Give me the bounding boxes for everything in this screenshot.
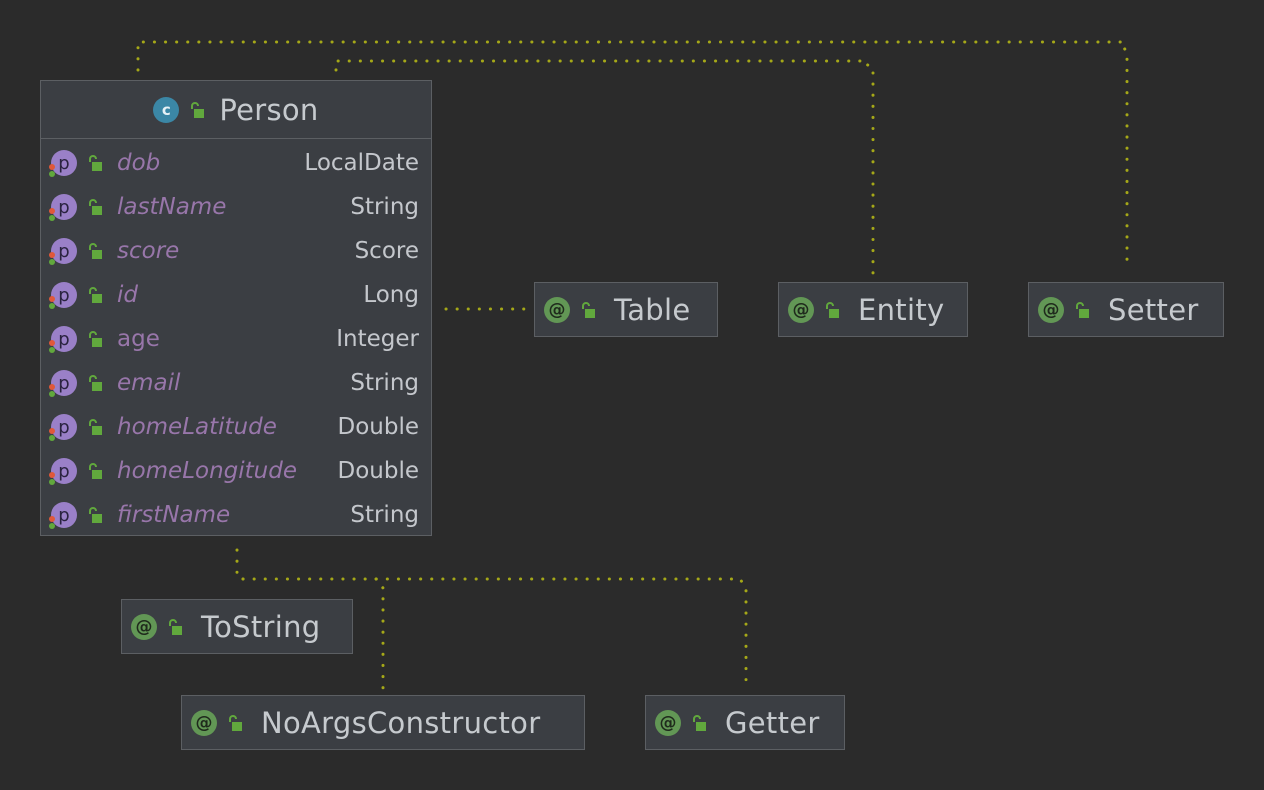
field-row[interactable]: p email String <box>41 361 431 405</box>
property-icon: p <box>49 502 77 529</box>
property-icon: p <box>49 194 77 221</box>
annotation-at-icon: @ <box>655 709 681 736</box>
field-name: email <box>117 370 181 396</box>
unlock-icon <box>169 618 182 635</box>
field-row[interactable]: p id Long <box>41 273 431 317</box>
annotation-name: Table <box>614 292 691 327</box>
unlock-icon <box>89 199 102 215</box>
unlock-icon <box>89 331 102 347</box>
unlock-icon <box>229 714 242 731</box>
field-type: Double <box>337 458 420 484</box>
field-type: Integer <box>336 326 419 352</box>
property-icon: p <box>49 150 77 177</box>
field-type: LocalDate <box>304 150 419 176</box>
annotation-noargsconstructor-node[interactable]: @ NoArgsConstructor <box>181 695 585 750</box>
field-name: lastName <box>117 194 227 220</box>
unlock-icon <box>89 155 102 171</box>
field-type: Score <box>354 238 419 264</box>
field-type: String <box>350 194 419 220</box>
unlock-icon <box>89 507 102 523</box>
link-tostring <box>235 548 245 581</box>
annotation-at-icon: @ <box>1038 296 1064 323</box>
field-type: Double <box>337 414 420 440</box>
property-icon: p <box>49 282 77 309</box>
field-name: homeLongitude <box>117 458 298 484</box>
unlock-icon <box>1076 301 1089 318</box>
annotation-name: NoArgsConstructor <box>261 705 541 740</box>
annotation-name: Setter <box>1108 292 1199 327</box>
property-icon: p <box>49 238 77 265</box>
class-c-icon: c <box>153 96 180 123</box>
link-noargsconstructor <box>374 577 385 692</box>
field-name: age <box>117 326 160 352</box>
field-row[interactable]: p lastName String <box>41 185 431 229</box>
field-type: String <box>350 370 419 396</box>
field-row[interactable]: p age Integer <box>41 317 431 361</box>
annotation-entity-node[interactable]: @ Entity <box>778 282 968 337</box>
unlock-icon <box>89 419 102 435</box>
annotation-name: ToString <box>201 609 321 644</box>
unlock-icon <box>826 301 839 318</box>
unlock-icon <box>89 463 102 479</box>
link-setter <box>136 40 1129 272</box>
field-row[interactable]: p firstName String <box>41 493 431 537</box>
annotation-at-icon: @ <box>131 613 157 640</box>
property-icon: p <box>49 370 77 397</box>
field-row[interactable]: p dob LocalDate <box>41 141 431 185</box>
field-type: String <box>350 502 419 528</box>
unlock-icon <box>582 301 595 318</box>
annotation-name: Entity <box>858 292 945 327</box>
field-name: homeLatitude <box>117 414 277 440</box>
class-header: c Person <box>41 81 431 139</box>
class-name: Person <box>219 92 319 127</box>
field-row[interactable]: p score Score <box>41 229 431 273</box>
field-name: score <box>117 238 180 264</box>
unlock-icon <box>89 375 102 391</box>
field-row[interactable]: p homeLongitude Double <box>41 449 431 493</box>
unlock-icon <box>89 243 102 259</box>
field-row[interactable]: p homeLatitude Double <box>41 405 431 449</box>
field-name: id <box>117 282 138 308</box>
annotation-table-node[interactable]: @ Table <box>534 282 718 337</box>
annotation-tostring-node[interactable]: @ ToString <box>121 599 353 654</box>
annotation-setter-node[interactable]: @ Setter <box>1028 282 1224 337</box>
unlock-icon <box>89 287 102 303</box>
unlock-icon <box>191 101 205 118</box>
field-name: dob <box>117 150 161 176</box>
property-icon: p <box>49 458 77 485</box>
unlock-icon <box>693 714 706 731</box>
annotation-at-icon: @ <box>544 296 570 323</box>
annotation-name: Getter <box>725 705 820 740</box>
property-icon: p <box>49 326 77 353</box>
field-name: firstName <box>117 502 231 528</box>
field-type: Long <box>363 282 419 308</box>
property-icon: p <box>49 414 77 441</box>
annotation-at-icon: @ <box>191 709 217 736</box>
annotation-getter-node[interactable]: @ Getter <box>645 695 845 750</box>
annotation-at-icon: @ <box>788 296 814 323</box>
